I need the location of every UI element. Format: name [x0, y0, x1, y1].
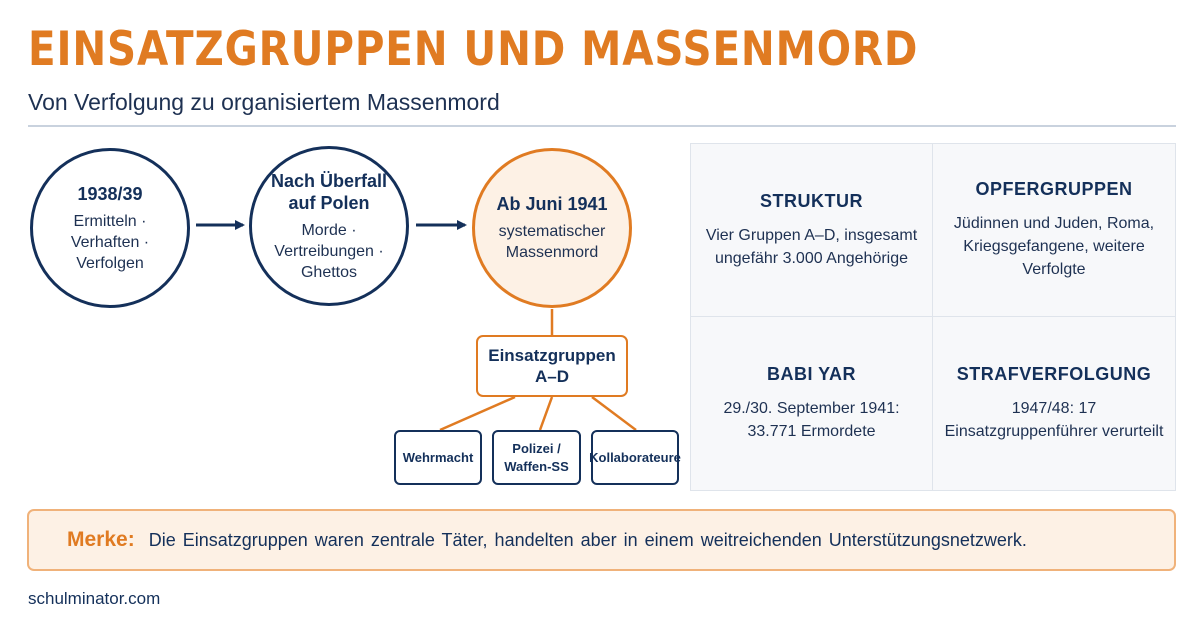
- fact-text: 1947/48: 17 Einsatzgruppenführer verurte…: [944, 400, 1164, 440]
- flow-step-1941: Ab Juni 1941 systematischer Massenmord: [472, 148, 632, 308]
- note-label: Merke:: [67, 528, 135, 551]
- fact-card-babi-yar: BABI YAR 29./30. September 1941: 33.771 …: [691, 317, 933, 490]
- support-box-wehrmacht: Wehrmacht: [394, 430, 482, 485]
- flow-step-poland: Nach Überfall auf Polen Morde · Vertreib…: [249, 146, 409, 306]
- fact-card-opfergruppen: OPFERGRUPPEN Jüdinnen und Juden, Roma, K…: [933, 144, 1175, 317]
- footer-site: schulminator.com: [28, 589, 161, 608]
- connector-einsatz-to-polizei: [538, 396, 554, 431]
- page-title: EINSATZGRUPPEN UND MASSENMORD: [28, 22, 919, 77]
- fact-heading: OPFERGRUPPEN: [975, 179, 1133, 199]
- note-text: Die Einsatzgruppen waren zentrale Täter,…: [148, 529, 1027, 550]
- flow-step-text: systematischer Massenmord: [498, 223, 606, 261]
- fact-text: Vier Gruppen A–D, insgesamt ungefähr 3.0…: [705, 226, 918, 267]
- facts-grid: STRUKTUR Vier Gruppen A–D, insgesamt ung…: [690, 143, 1176, 491]
- fact-card-struktur: STRUKTUR Vier Gruppen A–D, insgesamt ung…: [691, 144, 933, 317]
- fact-text: Jüdinnen und Juden, Roma, Kriegsgefangen…: [953, 215, 1155, 278]
- flow-step-1938: 1938/39 Ermitteln · Verhaften · Verfolge…: [30, 148, 190, 308]
- fact-heading: BABI YAR: [766, 364, 857, 384]
- flow-step-heading: 1938/39: [77, 183, 143, 204]
- connector-einsatz-to-wehrmacht: [439, 395, 516, 432]
- fact-heading: STRUKTUR: [760, 190, 863, 211]
- flow-step-text: Ermitteln · Verhaften · Verfolgen: [70, 212, 150, 272]
- fact-card-strafverfolgung: STRAFVERFOLGUNG 1947/48: 17 Einsatzgrupp…: [933, 317, 1175, 490]
- fact-text: 29./30. September 1941: 33.771 Ermordete: [723, 400, 900, 440]
- einsatzgruppen-box: Einsatzgruppen A–D: [476, 335, 628, 397]
- flow-step-text: Morde · Vertreibungen · Ghettos: [274, 221, 384, 281]
- flow-step-heading: Nach Überfall auf Polen: [270, 170, 388, 213]
- header-divider: [28, 125, 1176, 127]
- support-box-kollaborateure: Kollaborateure: [589, 430, 681, 485]
- page-subtitle: Von Verfolgung zu organisiertem Massenmo…: [28, 89, 500, 115]
- flow-step-heading: Ab Juni 1941: [496, 194, 608, 214]
- merke-note: Merke: Die Einsatzgruppen waren zentrale…: [27, 509, 1176, 571]
- support-box-polizei: Polizei / Waffen-SS: [492, 430, 581, 485]
- fact-heading: STRAFVERFOLGUNG: [956, 364, 1152, 384]
- connector-einsatz-to-kollaborateure: [591, 396, 637, 431]
